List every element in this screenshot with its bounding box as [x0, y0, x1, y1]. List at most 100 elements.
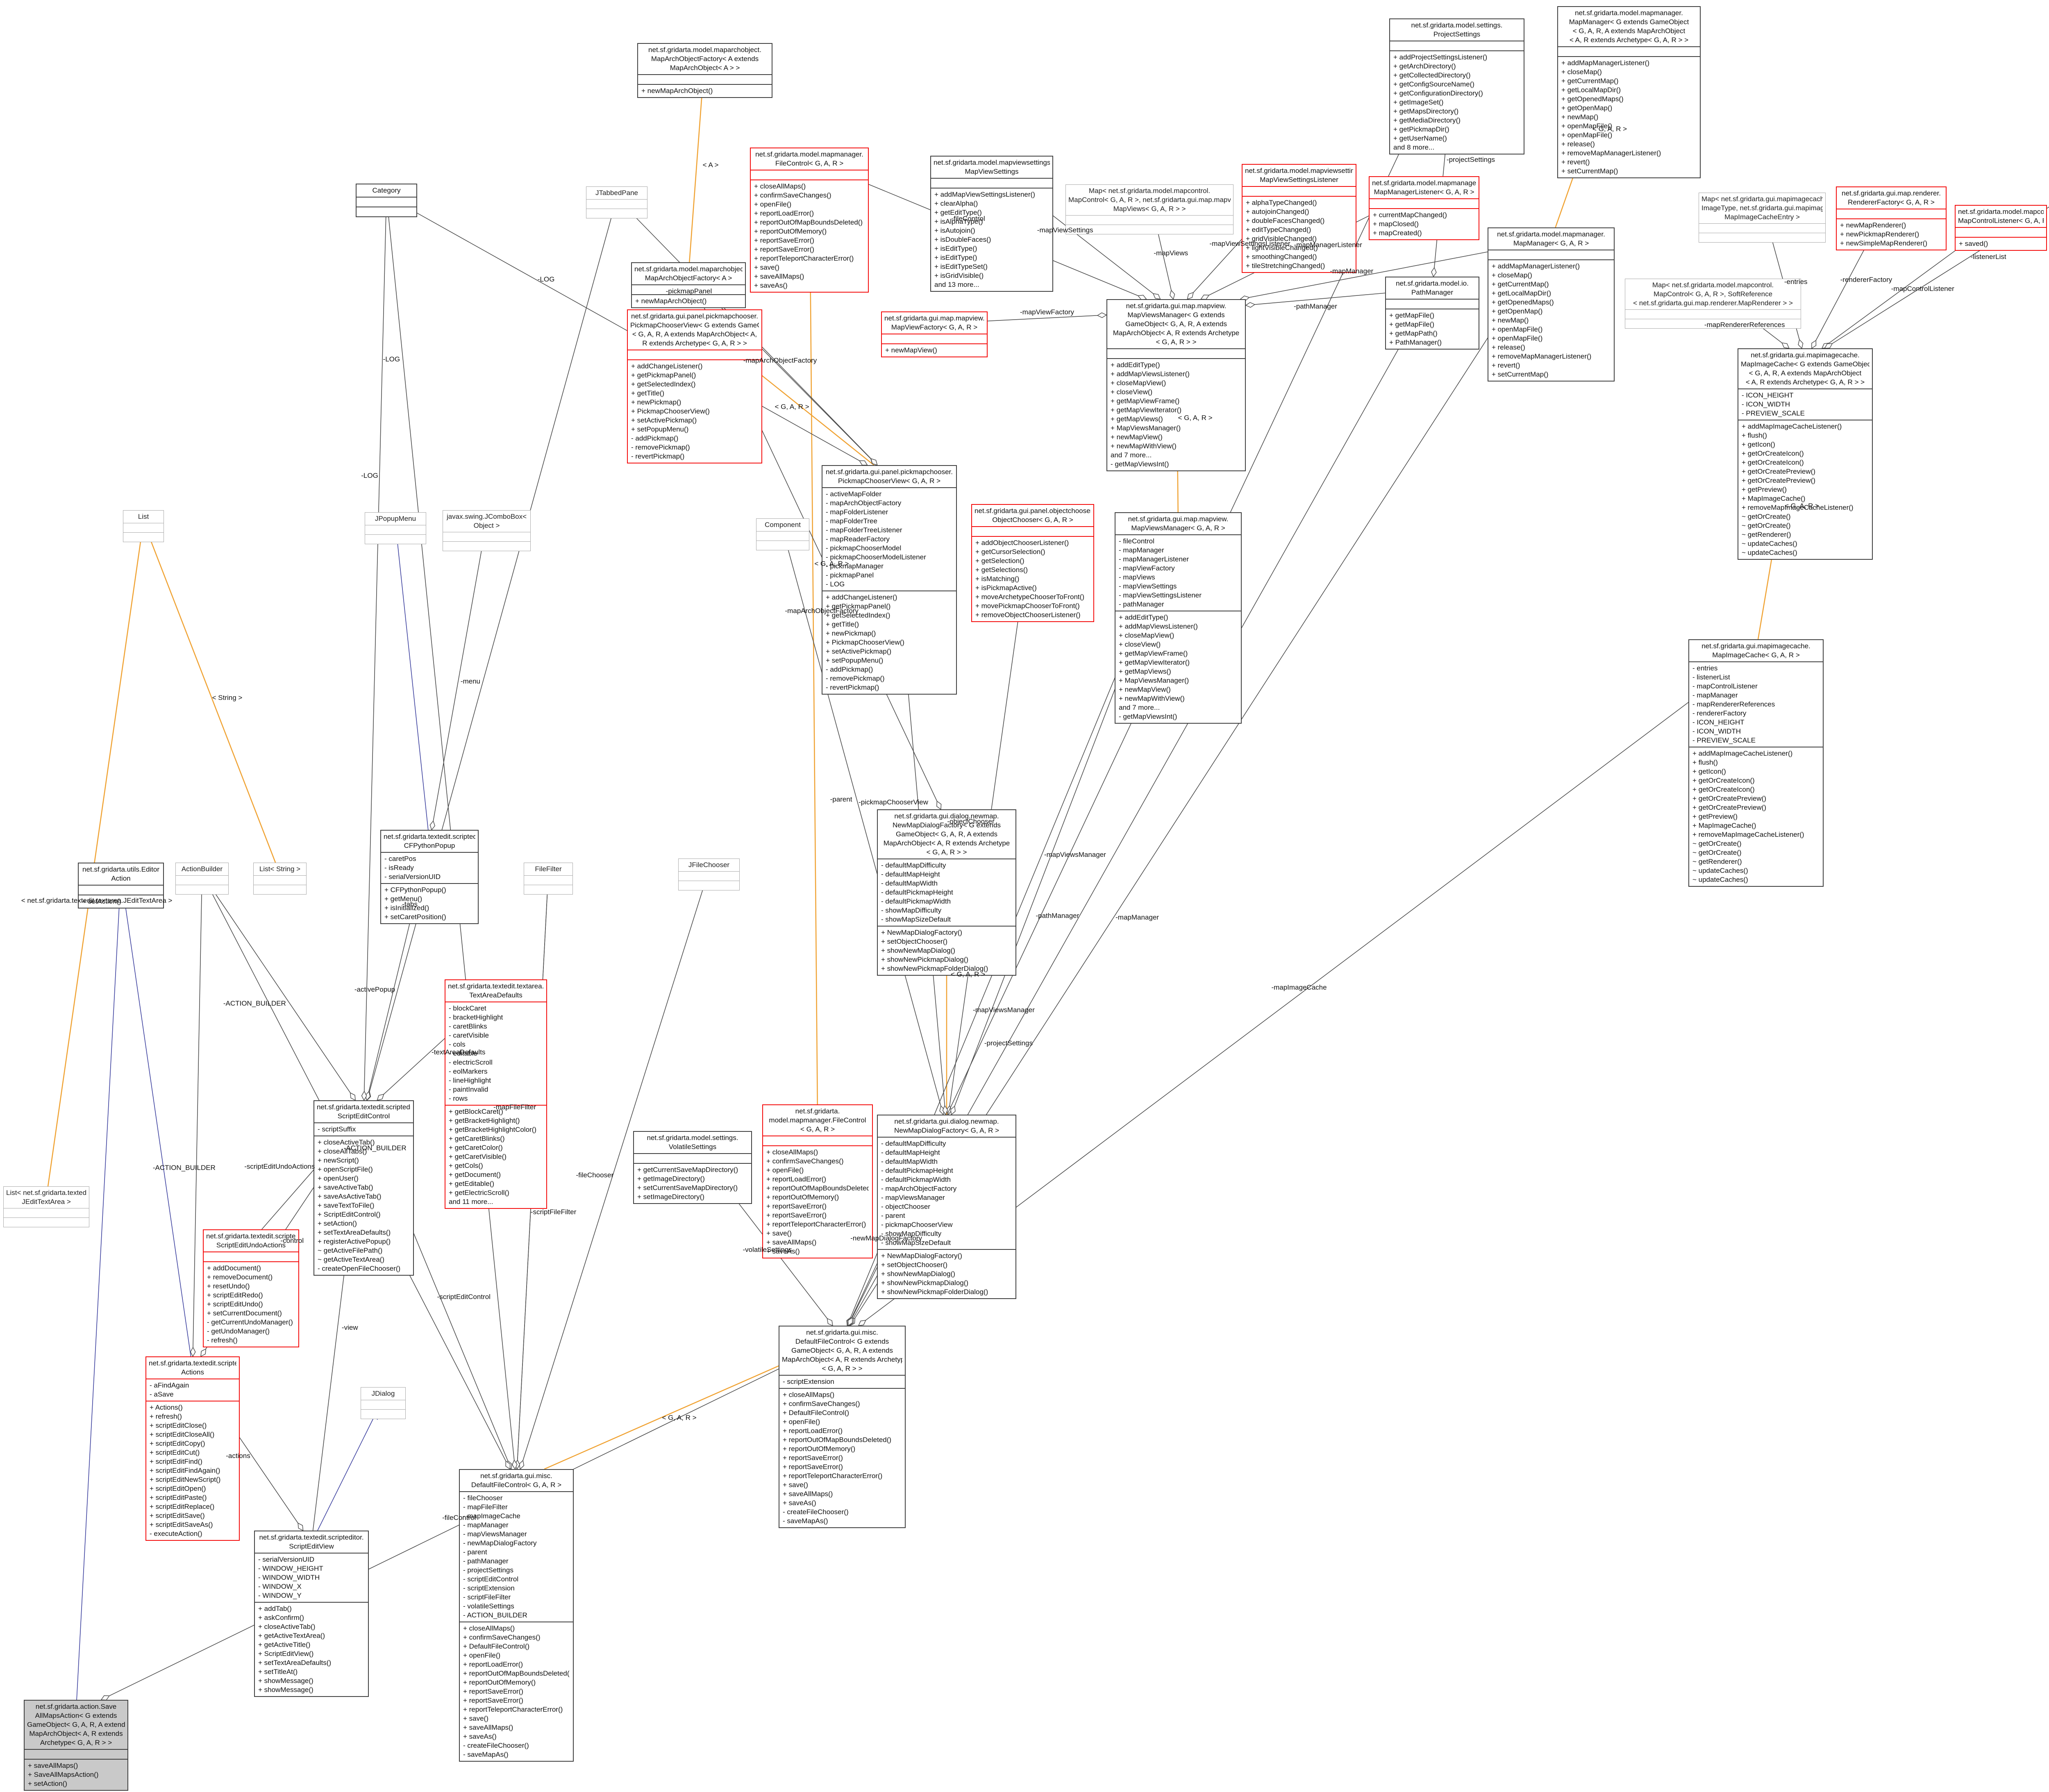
class-liststring[interactable]: List< String >	[253, 863, 307, 895]
field-member: - entries	[1692, 664, 1718, 672]
method-member: + reportSaveError()	[754, 245, 814, 253]
field-member: - scriptSuffix	[318, 1125, 356, 1133]
method-member: + getCols()	[449, 1162, 483, 1170]
class-title-line: JPopupMenu	[375, 515, 416, 522]
class-mapmanager_tpl[interactable]: net.sf.gridarta.model.mapmanager.MapMana…	[1557, 6, 1701, 178]
class-objectchooser[interactable]: net.sf.gridarta.gui.panel.objectchooser.…	[971, 504, 1094, 622]
class-map_imagetype[interactable]: Map< net.sf.gridarta.gui.mapimagecache.I…	[1699, 193, 1826, 243]
method-member: + scriptEditCut()	[150, 1449, 200, 1456]
methods-section	[361, 1409, 405, 1419]
method-member: + Actions()	[150, 1404, 183, 1411]
class-mapviewsmanager_inst[interactable]: net.sf.gridarta.gui.map.mapview.MapViews…	[1115, 512, 1242, 724]
class-filecontrol_inst[interactable]: net.sf.gridarta.model.mapmanager.FileCon…	[762, 1104, 873, 1258]
class-mapviewsmanager_tpl[interactable]: net.sf.gridarta.gui.map.mapview.MapViews…	[1106, 299, 1246, 471]
class-mapmanager_inst[interactable]: net.sf.gridarta.model.mapmanager.MapMana…	[1488, 227, 1615, 382]
method-member: + newPickmap()	[826, 629, 876, 637]
class-defaultfilecontrol_inst[interactable]: net.sf.gridarta.gui.misc.DefaultFileCont…	[459, 1469, 574, 1762]
method-member: - createFileChooser()	[783, 1508, 849, 1516]
class-rendererfactory[interactable]: net.sf.gridarta.gui.map.renderer.Rendere…	[1836, 186, 1947, 250]
class-title: net.sf.gridarta.model.io.PathManager	[1386, 277, 1479, 299]
class-title-line: MapImageCacheEntry >	[1724, 213, 1800, 221]
field-member: - defaultMapDifficulty	[881, 861, 946, 869]
class-title: net.sf.gridarta.model.mapviewsettings.Ma…	[931, 157, 1052, 178]
field-member: - pathManager	[1119, 600, 1164, 608]
methods-section: + closeAllMaps()+ confirmSaveChanges()+ …	[460, 1622, 573, 1761]
class-volatilesettings[interactable]: net.sf.gridarta.model.settings.VolatileS…	[633, 1131, 752, 1204]
fields-section	[882, 334, 987, 343]
aggregation-diamond	[200, 1348, 207, 1357]
class-mapviewsettings[interactable]: net.sf.gridarta.model.mapviewsettings.Ma…	[930, 156, 1053, 292]
class-map_softref[interactable]: Map< net.sf.gridarta.model.mapcontrol.Ma…	[1625, 279, 1801, 329]
method-member: + newScript()	[318, 1156, 359, 1164]
class-mapimagecache_inst[interactable]: net.sf.gridarta.gui.mapimagecache.MapIma…	[1688, 639, 1824, 887]
class-mapmanagerlistener[interactable]: net.sf.gridarta.model.mapmanager.MapMana…	[1369, 176, 1479, 240]
class-mapimagecache_tpl[interactable]: net.sf.gridarta.gui.mapimagecache.MapIma…	[1738, 348, 1873, 560]
fields-section	[176, 875, 228, 885]
method-member: + getOrCreateIcon()	[1692, 786, 1755, 793]
class-list[interactable]: List	[123, 510, 164, 542]
class-newmapdialogfactory_tpl[interactable]: net.sf.gridarta.gui.dialog.newmap.NewMap…	[877, 809, 1016, 976]
class-title: net.sf.gridarta.model.mapcontrol.MapCont…	[1956, 206, 2046, 227]
method-member: + getOrCreatePreview()	[1692, 804, 1766, 811]
class-jfilechooser[interactable]: JFileChooser	[678, 859, 740, 890]
class-scripteditview[interactable]: net.sf.gridarta.textedit.scripteditor.Sc…	[254, 1531, 369, 1697]
class-jpopupmenu[interactable]: JPopupMenu	[365, 512, 426, 544]
class-component[interactable]: Component	[756, 518, 809, 550]
class-pickmapchooserview_tpl[interactable]: net.sf.gridarta.gui.panel.pickmapchooser…	[627, 309, 762, 463]
method-member: + currentMapChanged()	[1373, 211, 1447, 219]
class-projectsettings[interactable]: net.sf.gridarta.model.settings.ProjectSe…	[1389, 18, 1524, 154]
method-member: + alphaTypeChanged()	[1246, 199, 1317, 207]
class-newmapdialogfactory_inst[interactable]: net.sf.gridarta.gui.dialog.newmap.NewMap…	[877, 1115, 1016, 1299]
class-title-line: net.sf.gridarta.gui.panel.pickmapchooser…	[631, 312, 758, 320]
field-member: - ICON_WIDTH	[1692, 727, 1741, 735]
class-maparch_inst[interactable]: net.sf.gridarta.model.maparchobject.MapA…	[631, 262, 746, 308]
class-scripteditcontrol[interactable]: net.sf.gridarta.textedit.scripteditor.Sc…	[313, 1100, 414, 1276]
fields-section: - scriptExtension	[779, 1375, 905, 1388]
class-title: net.sf.gridarta.gui.misc.DefaultFileCont…	[779, 1326, 905, 1375]
method-member: + getPickmapPanel()	[826, 602, 891, 610]
methods-section: + addMapManagerListener()+ closeMap()+ g…	[1558, 56, 1700, 177]
methods-section: + newMapRenderer()+ newPickmapRenderer()…	[1837, 218, 1946, 250]
class-cfpythonpopup[interactable]: net.sf.gridarta.textedit.scripteditor.CF…	[380, 830, 479, 924]
field-member: - blockCaret	[449, 1004, 486, 1012]
methods-section: + addMapImageCacheListener()+ flush()+ g…	[1738, 420, 1872, 559]
class-pickmapchooserview_inst[interactable]: net.sf.gridarta.gui.panel.pickmapchooser…	[822, 465, 957, 695]
method-member: + CFPythonPopup()	[384, 886, 446, 894]
class-maparch_tpl[interactable]: net.sf.gridarta.model.maparchobject.MapA…	[637, 43, 772, 98]
class-actionbuilder[interactable]: ActionBuilder	[175, 863, 229, 895]
methods-section	[1066, 225, 1233, 234]
class-title-line: GameObject< G, A, R, A extends	[27, 1721, 125, 1728]
class-mapcontrollistener[interactable]: net.sf.gridarta.model.mapcontrol.MapCont…	[1955, 205, 2047, 251]
class-filecontrol_tpl[interactable]: net.sf.gridarta.model.mapmanager.FileCon…	[750, 148, 869, 293]
class-category[interactable]: Category	[356, 184, 417, 217]
method-member: + getBlockCaret()	[449, 1108, 503, 1115]
method-member: + scriptEditFindAgain()	[150, 1467, 220, 1474]
field-member: - fileChooser	[463, 1494, 503, 1502]
edge-actions-editoraction	[122, 887, 191, 1357]
method-member: - getMapViewsInt()	[1119, 713, 1177, 720]
class-textareadefaults[interactable]: net.sf.gridarta.textedit.textarea.TextAr…	[445, 979, 547, 1209]
method-member: + reportOutOfMemory()	[463, 1678, 536, 1686]
class-jedittextarealist[interactable]: List< net.sf.gridarta.textedit.textarea.…	[3, 1186, 89, 1227]
class-map_mapviews[interactable]: Map< net.sf.gridarta.model.mapcontrol.Ma…	[1065, 184, 1233, 234]
class-title-line: ProjectSettings	[1433, 30, 1481, 38]
method-member: + newMapArchObject()	[641, 87, 713, 95]
class-actions[interactable]: net.sf.gridarta.textedit.scripteditor.Ac…	[145, 1356, 240, 1541]
class-defaultfilecontrol_tpl[interactable]: net.sf.gridarta.gui.misc.DefaultFileCont…	[779, 1326, 906, 1528]
class-scripteditundoactions[interactable]: net.sf.gridarta.textedit.scripteditor.Sc…	[203, 1229, 299, 1347]
class-filefilter[interactable]: FileFilter	[524, 863, 573, 895]
aggregation-diamond	[1169, 290, 1175, 300]
method-member: + moveArchetypeChooserToFront()	[975, 593, 1084, 601]
methods-section	[524, 885, 572, 894]
class-jcombobox[interactable]: javax.swing.JComboBox<Object >	[443, 510, 531, 551]
method-member: + closeMapView()	[1119, 631, 1174, 639]
class-mapviewsettingslistener[interactable]: net.sf.gridarta.model.mapviewsettings.Ma…	[1242, 164, 1356, 273]
class-mapviewfactory[interactable]: net.sf.gridarta.gui.map.mapview.MapViewF…	[881, 311, 988, 357]
class-jdialog[interactable]: JDialog	[361, 1387, 406, 1419]
field-member: - rows	[449, 1095, 468, 1102]
method-member: + reportLoadError()	[783, 1427, 843, 1435]
class-jtabbedpane[interactable]: JTabbedPane	[586, 186, 647, 218]
class-pathmanager[interactable]: net.sf.gridarta.model.io.PathManager+ ge…	[1385, 277, 1479, 350]
